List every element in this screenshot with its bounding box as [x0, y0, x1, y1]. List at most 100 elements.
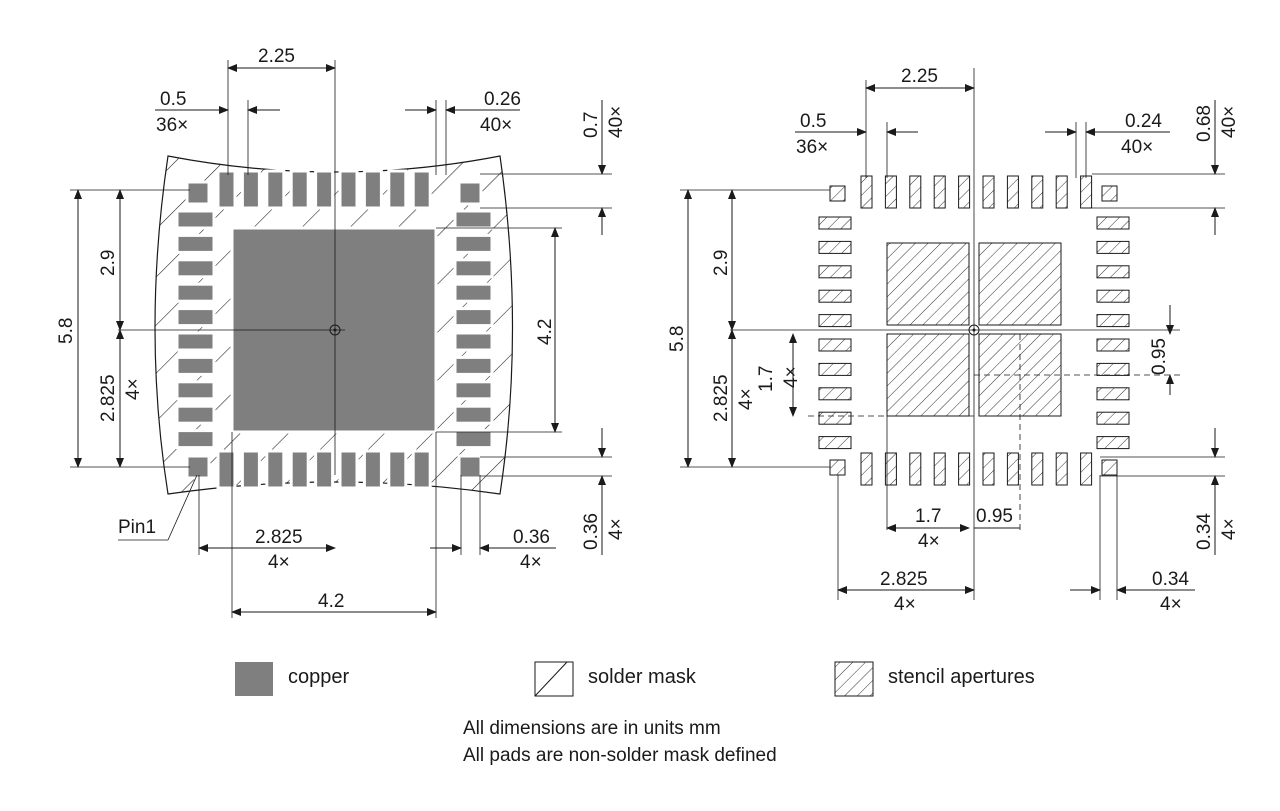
pad-right: [453, 258, 494, 279]
aperture-left: [818, 289, 852, 303]
aperture-right: [1096, 314, 1130, 328]
aperture-left: [818, 436, 852, 450]
aperture-bottom: [860, 452, 873, 486]
corner-aperture: [829, 185, 846, 202]
pad-left: [175, 380, 216, 401]
aperture-top: [860, 175, 873, 209]
center-mark: [118, 60, 345, 475]
aperture-left: [818, 216, 852, 230]
dim-bottom-offset: 2.825: [255, 527, 303, 548]
corner-aperture: [829, 459, 846, 476]
left-footprint: 2.25 0.5 36× 0.26 40× 0.7 40× 5.8 2.9 2.…: [56, 46, 627, 618]
pad-bottom: [362, 449, 383, 490]
r-dim-bottom-sub-count: 4×: [918, 531, 940, 552]
pad-right: [453, 282, 494, 303]
r-dim-sub-size-count: 4×: [781, 366, 802, 388]
pad-right: [453, 380, 494, 401]
pad-top: [338, 169, 359, 210]
pad-top: [289, 169, 310, 210]
dim-bottom-offset-count: 4×: [268, 552, 290, 573]
aperture-bottom: [1080, 452, 1093, 486]
aperture-top: [1006, 175, 1019, 209]
note-pads: All pads are non-solder mask defined: [463, 745, 777, 766]
r-dim-corner-v: 0.34: [1194, 513, 1215, 550]
dim-ep-width: 4.2: [318, 591, 344, 612]
aperture-top: [1055, 175, 1068, 209]
pad-top: [265, 169, 286, 210]
r-dim-offset: 2.825: [711, 374, 732, 422]
aperture-top: [933, 175, 946, 209]
aperture-bottom: [958, 452, 971, 486]
r-dim-bottom-offset: 2.825: [880, 569, 928, 590]
r-dim-corner-count: 4×: [1160, 594, 1182, 615]
pad-left: [175, 429, 216, 450]
dim-offset: 2.825: [98, 374, 119, 422]
aperture-top: [1031, 175, 1044, 209]
dim-corner-count: 4×: [520, 552, 542, 573]
corner-pad: [457, 454, 483, 480]
stencil-aperture-tl: [886, 242, 970, 326]
note-units: All dimensions are in units mm: [463, 718, 721, 739]
pad-top: [216, 169, 237, 210]
r-dim-offset-count: 4×: [736, 388, 757, 410]
aperture-bottom: [933, 452, 946, 486]
pad-left: [175, 307, 216, 328]
aperture-bottom: [909, 452, 922, 486]
legend: [235, 661, 874, 697]
aperture-left: [818, 387, 852, 401]
aperture-right: [1096, 265, 1130, 279]
dim-pitch-count: 36×: [156, 115, 188, 136]
pad-bottom: [387, 449, 408, 490]
pad-right: [453, 404, 494, 425]
dim-top-width: 2.25: [258, 46, 295, 67]
aperture-top: [958, 175, 971, 209]
pin1-label: Pin1: [118, 517, 156, 538]
ep-stencil-apertures: [886, 242, 1062, 417]
pad-top: [387, 169, 408, 210]
dim-overall: 5.8: [56, 318, 77, 344]
dim-half-span: 2.9: [98, 250, 119, 276]
aperture-bottom: [1006, 452, 1019, 486]
aperture-top: [982, 175, 995, 209]
r-dim-corner-v-count: 4×: [1219, 518, 1240, 540]
pad-right: [453, 233, 494, 254]
dim-pad-length: 0.7: [581, 112, 602, 138]
aperture-left: [818, 265, 852, 279]
pad-left: [175, 282, 216, 303]
aperture-right: [1096, 338, 1130, 352]
pad-left: [175, 355, 216, 376]
pad-right: [453, 331, 494, 352]
pad-bottom: [289, 449, 310, 490]
legend-solder-mask-swatch: [534, 661, 574, 697]
dim-corner: 0.36: [513, 527, 550, 548]
dim-pad-width: 0.26: [484, 89, 521, 110]
pad-left: [175, 331, 216, 352]
aperture-top: [1080, 175, 1093, 209]
aperture-right: [1096, 216, 1130, 230]
aperture-bottom: [982, 452, 995, 486]
aperture-top: [884, 175, 897, 209]
stencil-aperture-bl: [886, 333, 970, 417]
dim-ep-height: 4.2: [535, 319, 556, 345]
aperture-left: [818, 338, 852, 352]
legend-solder-mask-label: solder mask: [588, 666, 696, 688]
r-dim-overall: 5.8: [667, 326, 688, 352]
aperture-bottom: [1055, 452, 1068, 486]
pad-left: [175, 233, 216, 254]
r-dim-pitch: 0.5: [800, 111, 826, 132]
r-dim-corner: 0.34: [1152, 569, 1189, 590]
center-mark-right: [730, 68, 1180, 600]
r-dim-aperture-length-count: 40×: [1219, 106, 1240, 138]
left-pads: [175, 169, 494, 490]
pad-bottom: [240, 449, 261, 490]
r-dim-top-width: 2.25: [901, 66, 938, 87]
pad-bottom: [338, 449, 359, 490]
aperture-right: [1096, 289, 1130, 303]
pad-left: [175, 209, 216, 230]
pad-top: [411, 169, 432, 210]
legend-copper-swatch: [235, 662, 273, 696]
legend-stencil-swatch: [834, 661, 874, 697]
pad-right: [453, 355, 494, 376]
pad-right: [453, 209, 494, 230]
r-dim-aperture-width: 0.24: [1125, 111, 1162, 132]
